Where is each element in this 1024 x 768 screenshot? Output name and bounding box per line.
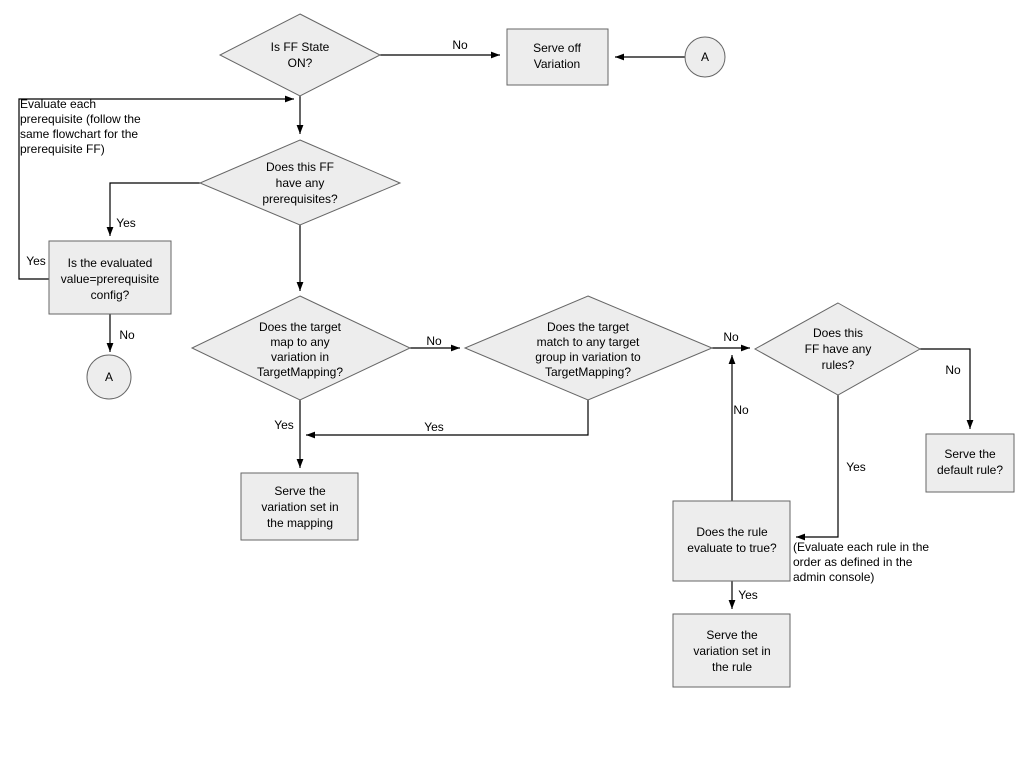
node-serve-off-variation[interactable]: Serve off Variation: [506, 28, 609, 86]
target-map-check-label-line3: variation in: [271, 350, 329, 364]
edge-label-targetgroup-no: No: [723, 330, 739, 344]
node-has-rules[interactable]: Does this FF have any rules?: [753, 302, 922, 396]
serve-default-rule-label-line1: Serve the: [944, 447, 996, 461]
edge-label-targetmap-yes: Yes: [274, 418, 294, 432]
target-group-check-label-line3: group in variation to: [535, 350, 641, 364]
serve-mapping-variation-box[interactable]: [240, 472, 359, 541]
rule-evaluates-true-box[interactable]: [672, 500, 791, 582]
serve-rule-variation-label-line3: the rule: [712, 660, 752, 674]
serve-off-variation-label-line1: Serve off: [533, 41, 581, 55]
target-map-check-diamond[interactable]: [190, 295, 412, 401]
target-group-check-label-line1: Does the target: [547, 320, 630, 334]
serve-mapping-variation-label-line2: variation set in: [261, 500, 338, 514]
edge-hasrules-no: [920, 348, 974, 429]
is-ff-state-on-label-line2: ON?: [288, 56, 313, 70]
prereq-config-check-box[interactable]: [48, 240, 172, 315]
rule-evaluates-true-label-line1: Does the rule: [696, 525, 768, 539]
edge-label-prerequisites-yes: Yes: [116, 216, 136, 230]
has-prerequisites-diamond[interactable]: [198, 139, 402, 226]
annotation-prerequisite-note: Evaluate each prerequisite (follow the s…: [20, 97, 141, 156]
node-is-ff-state-on[interactable]: Is FF State ON?: [218, 13, 382, 97]
prerequisite-note-line2: prerequisite (follow the: [20, 112, 141, 126]
target-map-check-label-line1: Does the target: [259, 320, 342, 334]
edge-label-ruletrue-yes: Yes: [738, 588, 758, 602]
has-rules-label-line1: Does this: [813, 326, 863, 340]
prerequisite-note-line4: prerequisite FF): [20, 142, 105, 156]
prereq-config-check-label-line3: config?: [91, 288, 130, 302]
edge-label-hasrules-no: No: [945, 363, 961, 377]
node-target-group-check[interactable]: Does the target match to any target grou…: [463, 295, 714, 401]
node-has-prerequisites[interactable]: Does this FF have any prerequisites?: [198, 139, 402, 226]
edge-label-targetmap-no: No: [426, 334, 442, 348]
has-rules-label-line3: rules?: [822, 358, 855, 372]
prerequisite-note-line3: same flowchart for the: [20, 127, 138, 141]
has-rules-diamond[interactable]: [753, 302, 922, 396]
target-group-check-label-line2: match to any target: [537, 335, 640, 349]
connector-a-top-circle[interactable]: [684, 36, 726, 78]
has-prerequisites-label-line1: Does this FF: [266, 160, 334, 174]
prerequisite-note-line1: Evaluate each: [20, 97, 96, 111]
serve-off-variation-label-line2: Variation: [534, 57, 580, 71]
serve-mapping-variation-label-line3: the mapping: [267, 516, 333, 530]
serve-rule-variation-label-line2: variation set in: [693, 644, 770, 658]
rule-evaluates-true-label-line2: evaluate to true?: [687, 541, 777, 555]
edge-label-prereqconfig-no: No: [119, 328, 135, 342]
serve-rule-variation-box[interactable]: [672, 613, 791, 688]
serve-default-rule-box[interactable]: [925, 433, 1015, 493]
has-prerequisites-label-line2: have any: [276, 176, 325, 190]
prereq-config-check-label-line2: value=prerequisite: [61, 272, 160, 286]
is-ff-state-on-label-line1: Is FF State: [271, 40, 330, 54]
connector-a-bottom-label: A: [105, 370, 113, 384]
serve-rule-variation-label-line1: Serve the: [706, 628, 758, 642]
edge-label-hasrules-yes: Yes: [846, 460, 866, 474]
target-group-check-label-line4: TargetMapping?: [545, 365, 631, 379]
edge-label-prereqconfig-yes: Yes: [26, 254, 46, 268]
edge-targetgroup-yes: [306, 400, 589, 439]
node-connector-a-top[interactable]: A: [684, 36, 726, 78]
prereq-config-check-label-line1: Is the evaluated: [68, 256, 153, 270]
edge-prereqconfig-yes-loop: [18, 95, 294, 280]
rule-order-note-line2: order as defined in the: [793, 555, 913, 569]
node-serve-rule-variation[interactable]: Serve the variation set in the rule: [672, 613, 791, 688]
connector-a-top-label: A: [701, 50, 709, 64]
rule-order-note-line3: admin console): [793, 570, 874, 584]
target-group-check-diamond[interactable]: [463, 295, 714, 401]
has-prerequisites-label-line3: prerequisites?: [262, 192, 338, 206]
node-prereq-config-check[interactable]: Is the evaluated value=prerequisite conf…: [48, 240, 172, 315]
target-map-check-label-line2: map to any: [270, 335, 329, 349]
serve-mapping-variation-label-line1: Serve the: [274, 484, 326, 498]
has-rules-label-line2: FF have any: [805, 342, 872, 356]
node-rule-evaluates-true[interactable]: Does the rule evaluate to true?: [672, 500, 791, 582]
edge-label-ffstate-no: No: [452, 38, 468, 52]
annotation-rule-order-note: (Evaluate each rule in the order as defi…: [793, 540, 929, 584]
edge-label-targetgroup-yes: Yes: [424, 420, 444, 434]
target-map-check-label-line4: TargetMapping?: [257, 365, 343, 379]
connector-a-bottom-circle[interactable]: [86, 354, 132, 400]
edge-label-ruletrue-no: No: [733, 403, 749, 417]
node-serve-mapping-variation[interactable]: Serve the variation set in the mapping: [240, 472, 359, 541]
node-target-map-check[interactable]: Does the target map to any variation in …: [190, 295, 412, 401]
serve-off-variation-box[interactable]: [506, 28, 609, 86]
node-connector-a-bottom[interactable]: A: [86, 354, 132, 400]
node-serve-default-rule[interactable]: Serve the default rule?: [925, 433, 1015, 493]
edge-prerequisites-yes: [106, 182, 200, 236]
serve-default-rule-label-line2: default rule?: [937, 463, 1003, 477]
is-ff-state-on-diamond[interactable]: [218, 13, 382, 97]
rule-order-note-line1: (Evaluate each rule in the: [793, 540, 929, 554]
edge-hasrules-yes: [796, 395, 839, 541]
